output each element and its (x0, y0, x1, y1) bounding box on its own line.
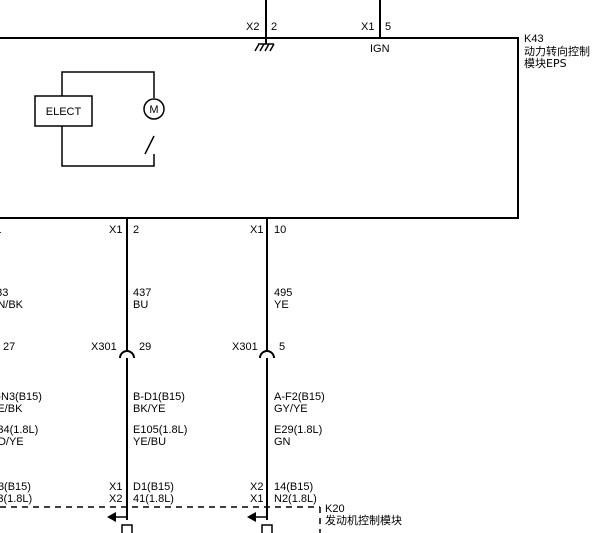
lower-3-l18-circuit: E29(1.8L) (274, 424, 322, 436)
splice-icon (119, 350, 135, 359)
terminal-icon (121, 524, 133, 533)
k20-pin-2-conn-top: X1 (109, 481, 122, 493)
wire-3-color: YE (274, 299, 289, 311)
splice-2-connector: X301 (91, 341, 117, 353)
wire-1-color: BN/BK (0, 299, 24, 311)
connector-arrow-icon (107, 512, 127, 522)
pin-top-ign-number: 5 (385, 21, 391, 33)
motor-icon (143, 98, 165, 120)
pin-top-ign-connector: X1 (361, 21, 374, 33)
k20-pin-1-bottom: B3(1.8L) (0, 493, 32, 505)
wire-1-circuit: 133 (0, 287, 8, 299)
lower-2-l18-circuit: E105(1.8L) (133, 424, 187, 436)
pin-bottom-1-connector: X1 (0, 224, 1, 236)
module-k43: K43 动力转向控制 模块EPS X2 2 X1 5 IGN ELECT M (0, 0, 590, 236)
pin-bottom-2-connector: X1 (109, 224, 122, 236)
k20-pin-1-top: N3(B15) (0, 481, 31, 493)
lower-3-b15-color: GY/YE (274, 403, 308, 415)
lower-3-l18-color: GN (274, 436, 291, 448)
module-k43-name-line2: 模块EPS (524, 57, 567, 70)
lower-3-b15-circuit: A-F2(B15) (274, 391, 325, 403)
splice-3-pin: 5 (279, 341, 285, 353)
lower-2-l18-color: YE/BU (133, 436, 166, 448)
k20-pin-3-top: 14(B15) (274, 481, 313, 493)
k20-pin-3-conn-top: X2 (250, 481, 263, 493)
module-k20-name: 发动机控制模块 (325, 513, 402, 527)
pin-bottom-2-number: 2 (133, 224, 139, 236)
module-k43-ref: K43 (524, 33, 544, 45)
wire-2-circuit: 437 (133, 287, 151, 299)
terminal-icon (261, 524, 273, 533)
splice-icon (259, 350, 275, 359)
motor-label: M (149, 104, 158, 116)
k20-pin-2-conn-bottom: X2 (109, 493, 122, 505)
splice-2-pin: 29 (139, 341, 151, 353)
module-k20: K20 发动机控制模块 N3(B15) B3(1.8L) X1 D1(B15) … (0, 481, 402, 533)
wire-437 (119, 218, 135, 520)
pin-top-ign-function: IGN (370, 43, 390, 55)
lower-1-b15-circuit: B-N3(B15) (0, 391, 42, 403)
ground-symbol-icon (254, 43, 275, 52)
splice-3-connector: X301 (232, 341, 258, 353)
splice-1-pin: 27 (3, 341, 15, 353)
pin-top-ground-number: 2 (271, 21, 277, 33)
elect-box (34, 95, 93, 127)
wire-2-color: BU (133, 299, 148, 311)
lower-2-b15-color: BK/YE (133, 403, 165, 415)
k20-pin-2-top: D1(B15) (133, 481, 174, 493)
switch-contact (144, 135, 155, 155)
module-k43-box (0, 37, 519, 219)
module-k20-ref: K20 (325, 503, 345, 515)
lower-2-b15-circuit: B-D1(B15) (133, 391, 185, 403)
pin-bottom-3-number: 10 (274, 224, 286, 236)
lower-1-b15-color: YE/BK (0, 403, 23, 415)
k20-pin-3-bottom: N2(1.8L) (274, 493, 317, 505)
elect-label: ELECT (46, 106, 82, 118)
wire-3-circuit: 495 (274, 287, 292, 299)
lower-1-l18-color: RD/YE (0, 436, 24, 448)
connector-arrow-icon (247, 512, 267, 522)
pin-bottom-3-connector: X1 (250, 224, 263, 236)
pin-top-ground-connector: X2 (246, 21, 259, 33)
internal-circuit: ELECT M (34, 71, 165, 167)
lower-1-l18-circuit: E34(1.8L) (0, 424, 38, 436)
k20-pin-2-bottom: 41(1.8L) (133, 493, 174, 505)
k20-pin-3-conn-bottom: X1 (250, 493, 263, 505)
wire-495 (259, 218, 275, 520)
module-k43-name-line1: 动力转向控制 (524, 44, 590, 58)
